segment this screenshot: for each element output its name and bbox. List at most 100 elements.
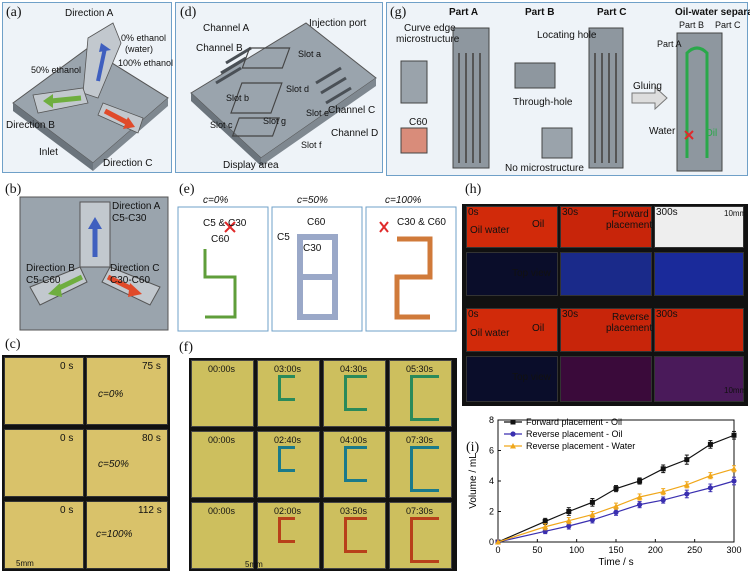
panel-h-placement-2: placement — [606, 323, 653, 334]
legend-label-0: Forward placement - Oil — [526, 417, 622, 427]
panel-f-time-label: 07:30s — [406, 506, 434, 516]
panel-e-c60: C60 — [211, 234, 230, 245]
panel-h-forward-0s — [466, 206, 558, 248]
panel-c-photo-1-1 — [86, 429, 168, 497]
panel-g-part-b-title: Part B — [525, 7, 555, 18]
panel-g-locating-hole: Locating hole — [537, 30, 597, 41]
panel-h-time-0s-b: 0s — [468, 309, 479, 320]
panel-f-flow-trace — [344, 446, 367, 482]
panel-f-flow-trace — [410, 517, 439, 563]
panel-f-label: (f) — [179, 340, 193, 355]
panel-d-injection-port: Injection port — [309, 18, 367, 29]
panel-a-direction-b: Direction B — [6, 120, 55, 131]
data-point-circle — [637, 502, 643, 508]
legend-marker — [510, 431, 516, 437]
panel-h-forward-30s — [560, 206, 652, 248]
panel-h-forward-top-0s — [466, 252, 558, 296]
panel-c-t80: 80 s — [142, 433, 161, 444]
panel-f-photo-2-2: 03:50s — [323, 502, 386, 569]
panel-c-label: (c) — [5, 337, 21, 352]
panel-c-t0-c: 0 s — [60, 505, 74, 516]
panel-b-direction-c-range: C30-C60 — [110, 275, 151, 286]
series-line-0 — [497, 434, 735, 543]
panel-c-photo-2-0 — [4, 501, 84, 569]
panel-f-flow-trace — [278, 446, 295, 472]
series-line-2 — [497, 468, 735, 543]
data-point-triangle — [636, 494, 643, 500]
y-axis-label: Volume / mL — [468, 453, 479, 509]
panel-f-time-label: 03:00s — [274, 364, 302, 374]
panel-c: (c) 0 s 75 s c=0% 0 s 80 s c=50% 0 s 112… — [2, 337, 170, 571]
panel-h-time-300s: 300s — [656, 207, 678, 218]
data-point-circle — [684, 491, 690, 497]
panel-d-slot-g: Slot g — [263, 116, 287, 126]
panel-c-c100: c=100% — [96, 529, 133, 540]
panel-d-channel-c: Channel C — [328, 105, 376, 116]
panel-g-water: Water — [649, 126, 676, 137]
panel-c-photo-2-1 — [86, 501, 168, 569]
panel-c-t0-a: 0 s — [60, 361, 74, 372]
legend-label-1: Reverse placement - Oil — [526, 429, 623, 439]
panel-d-display-area: Display area — [223, 160, 279, 171]
legend-marker — [510, 419, 516, 425]
panel-g-part-a-title: Part A — [449, 7, 479, 18]
panel-d-slot-e: Slot e — [306, 108, 330, 118]
panel-h-reverse-30s — [560, 308, 652, 352]
panel-h-reverse: Reverse — [612, 312, 650, 323]
panel-h-top-view: Top view — [512, 268, 551, 279]
y-tick-label: 8 — [489, 415, 494, 425]
panel-e-c5-c30: C5 & C30 — [203, 218, 247, 229]
x-tick-label: 100 — [569, 545, 584, 555]
panel-g-through-hole: Through-hole — [513, 97, 573, 108]
panel-h-reverse-0s — [466, 308, 558, 352]
panel-f-time-label: 00:00s — [208, 364, 236, 374]
data-point-circle — [731, 478, 737, 484]
panel-a-direction-a: Direction A — [65, 8, 114, 19]
panel-f-flow-trace — [278, 375, 295, 401]
x-axis-label: Time / s — [598, 557, 633, 568]
x-tick-label: 50 — [532, 545, 542, 555]
x-tick-label: 300 — [726, 545, 741, 555]
y-tick-label: 2 — [489, 507, 494, 517]
data-point-triangle — [542, 523, 549, 530]
panel-h-reverse-top-300s — [654, 356, 744, 402]
panel-c-photo-0-1 — [86, 357, 168, 425]
data-point-square — [542, 518, 548, 524]
panel-e-c30-c60: C30 & C60 — [397, 217, 446, 228]
panel-f-time-label: 00:00s — [208, 506, 236, 516]
panel-d-channel-d: Channel D — [331, 128, 379, 139]
panel-d-channel-a: Channel A — [203, 23, 250, 34]
panel-f-time-label: 04:00s — [340, 435, 368, 445]
panel-f-photo-2-3: 07:30s — [389, 502, 452, 569]
panel-c-scale: 5mm — [16, 559, 34, 568]
panel-d-slot-b: Slot b — [226, 93, 250, 103]
x-tick-label: 250 — [687, 545, 702, 555]
panel-f-flow-trace — [410, 375, 439, 421]
data-point-circle — [566, 523, 572, 529]
panel-g-no-microstructure: No microstructure — [505, 163, 584, 174]
panel-h-reverse-top-0s — [466, 356, 558, 402]
panel-e-c5: C5 — [277, 232, 290, 243]
panel-f-time-label: 03:50s — [340, 506, 368, 516]
panel-b-direction-b: Direction B — [26, 263, 75, 274]
panel-e-c50: c=50% — [297, 195, 328, 206]
panel-d-device-drawing — [190, 22, 377, 166]
data-point-circle — [613, 509, 619, 515]
panel-c-photo-1-0 — [4, 429, 84, 497]
panel-d-slot-a: Slot a — [298, 49, 322, 59]
panel-h-time-30s: 30s — [562, 207, 579, 218]
data-point-triangle — [707, 472, 714, 479]
panel-a-ethanol-0-water: (water) — [125, 44, 154, 54]
panel-f-flow-trace — [410, 446, 439, 492]
panel-f-time-label: 00:00s — [208, 435, 236, 445]
data-point-square — [637, 478, 643, 484]
panel-h: (h) 0s Oil Oil water 30s Forward placeme… — [462, 182, 748, 406]
panel-d-slot-f: Slot f — [301, 140, 322, 150]
panel-d-slot-d: Slot d — [286, 84, 310, 94]
panel-f-scale: 5mm — [245, 560, 263, 569]
panel-f-flow-trace — [278, 517, 295, 543]
panel-f-time-label: 02:00s — [274, 506, 302, 516]
panel-h-forward-top-300s — [654, 252, 744, 296]
